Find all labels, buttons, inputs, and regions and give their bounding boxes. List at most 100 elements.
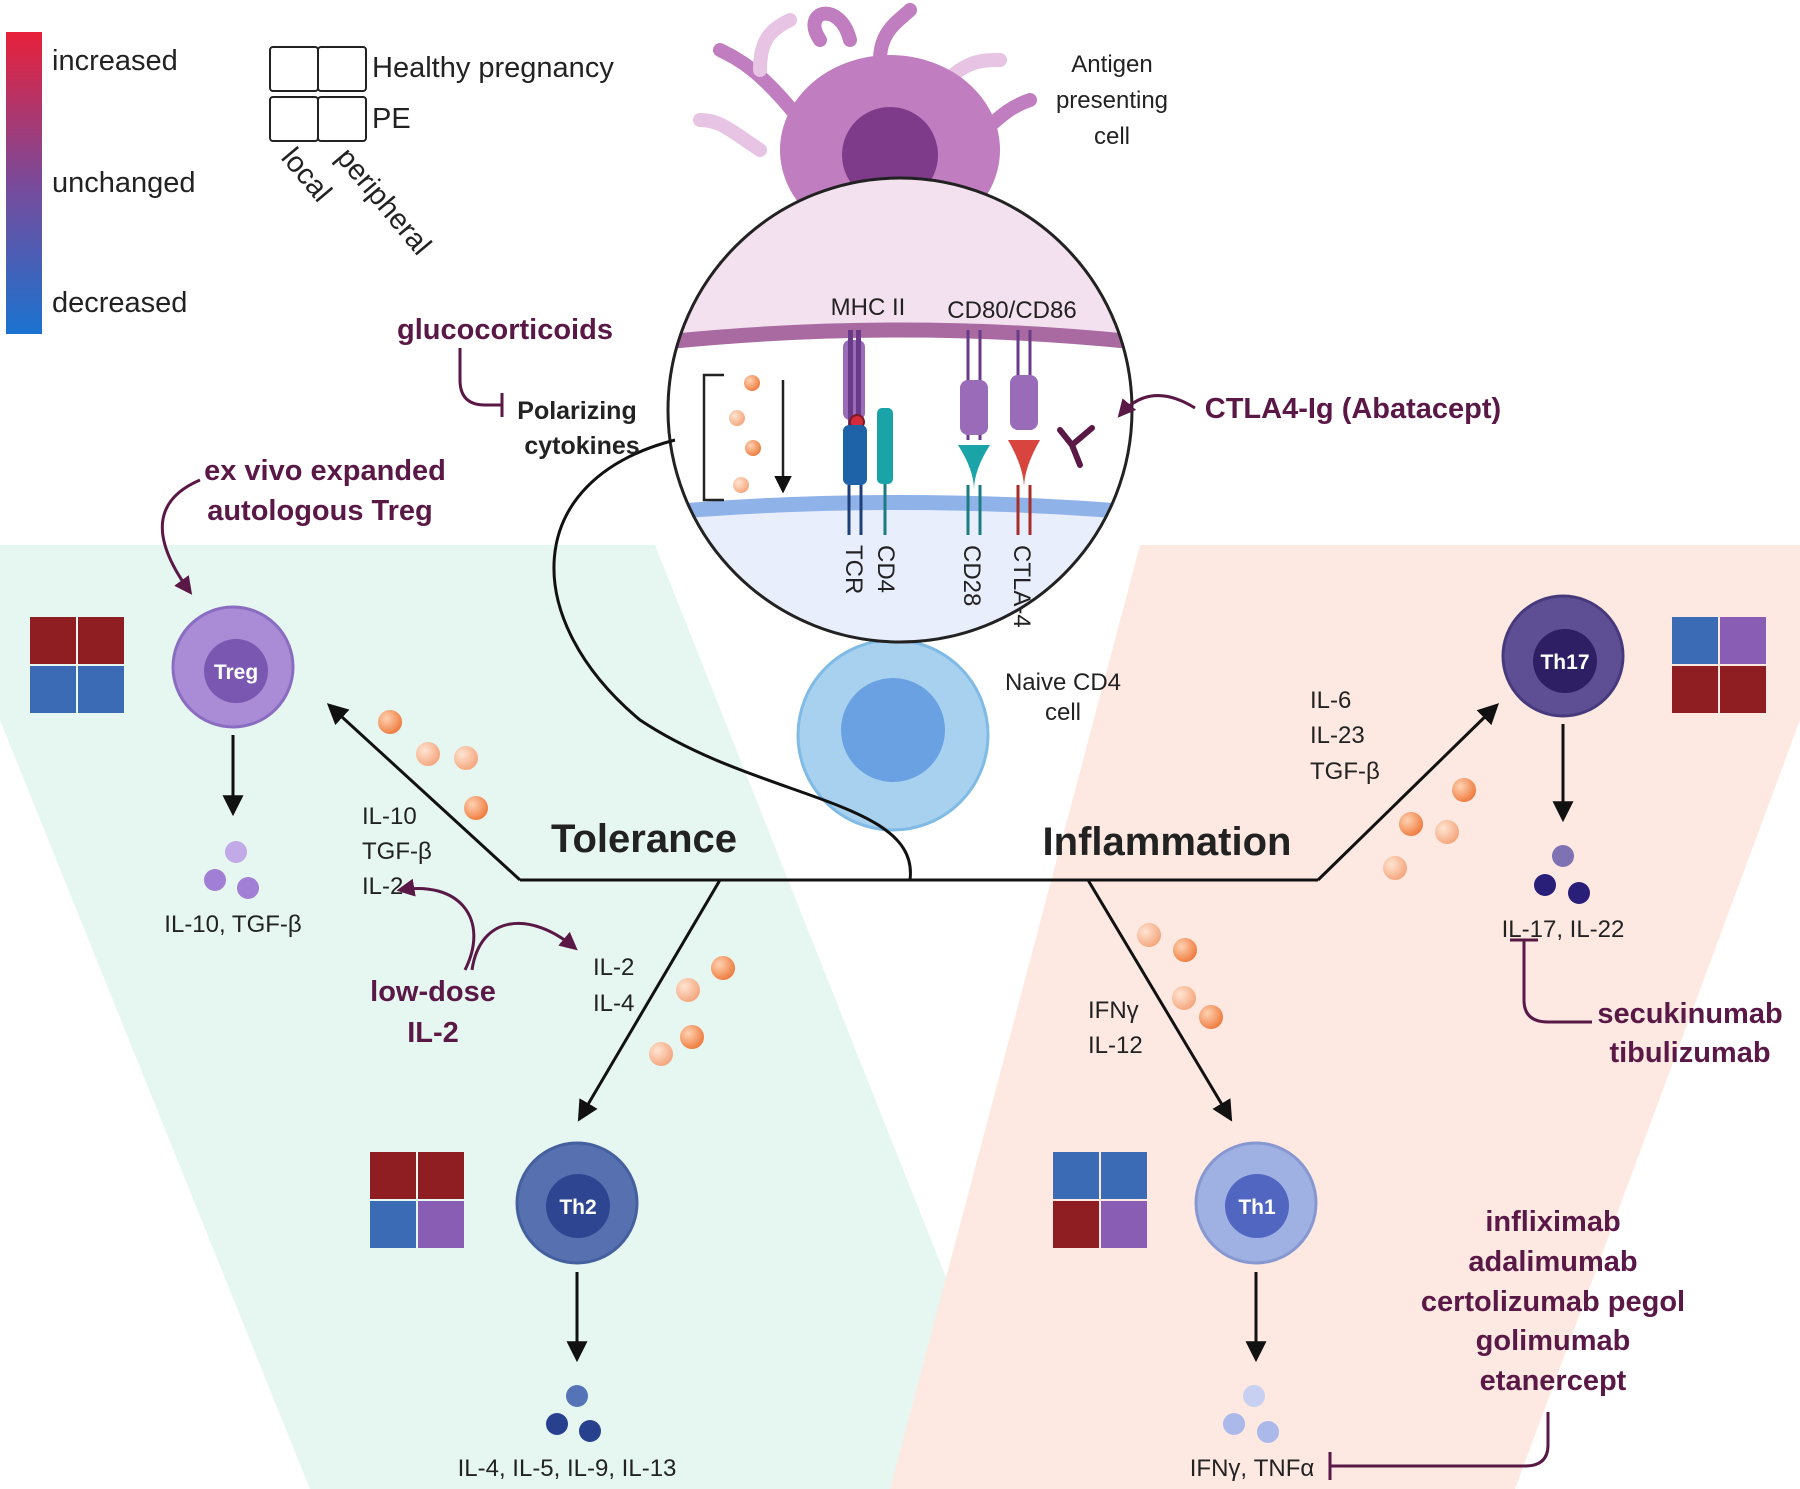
tnf-drug-5: etanercept	[1480, 1365, 1627, 1397]
th2-secreted-cytokines	[546, 1385, 601, 1442]
low-dose-il2-line2: IL-2	[407, 1017, 459, 1049]
arrow-to-th1	[1086, 879, 1233, 1122]
inflammation-heading: Inflammation	[1043, 820, 1292, 864]
polarizing-label-line1: Polarizing	[517, 397, 636, 425]
tnf-drug-1: infliximab	[1485, 1206, 1620, 1238]
th17-products-label: IL-17, IL-22	[1502, 916, 1625, 943]
th2-inducer-2: IL-4	[593, 990, 634, 1017]
legend-grid	[269, 46, 367, 142]
treg-status-healthy-local	[30, 617, 76, 664]
treg-products-label: IL-10, TGF-β	[164, 911, 301, 938]
legend-pe-label: PE	[372, 103, 411, 135]
glucocorticoids-inhibition	[458, 348, 504, 417]
il17-inhibition	[1510, 938, 1592, 1024]
th1-secreted-cytokines	[1223, 1385, 1279, 1443]
treg-cell: Treg	[171, 605, 295, 729]
abatacept-arrow	[1117, 394, 1196, 418]
arrow-to-th17	[1316, 703, 1500, 882]
th2-status-healthy-local	[370, 1152, 416, 1199]
naive-cell-label-line2: cell	[1045, 699, 1081, 726]
tolerance-cytokines-lower	[649, 956, 735, 1066]
th2-inducer-1: IL-2	[593, 954, 634, 981]
cd4-label: CD4	[872, 545, 899, 593]
treg-status-pe-peripheral	[78, 666, 124, 713]
naive-cell-connector	[552, 438, 912, 881]
cd80-cd86-label: CD80/CD86	[947, 297, 1076, 324]
legend-healthy-label: Healthy pregnancy	[372, 52, 614, 84]
treg-inducer-2: TGF-β	[362, 838, 432, 865]
th17-status-pe-peripheral	[1720, 666, 1766, 713]
th17-status-grid	[1672, 617, 1766, 713]
scale-increased-label: increased	[52, 45, 178, 77]
secukinumab-label: secukinumab	[1597, 998, 1782, 1030]
treg-secreted-cytokines	[204, 841, 259, 899]
polarizing-label-line2: cytokines	[524, 432, 639, 460]
treg-status-pe-local	[30, 666, 76, 713]
glucocorticoids-label: glucocorticoids	[397, 314, 613, 346]
treg-therapy-line1: ex vivo expanded	[204, 455, 446, 487]
th2-status-pe-local	[370, 1201, 416, 1248]
th17-inducer-2: IL-23	[1310, 722, 1365, 749]
th1-status-pe-local	[1053, 1201, 1099, 1248]
th2-cell: Th2	[515, 1141, 639, 1265]
arrow-to-th2	[577, 879, 722, 1122]
abatacept-label: CTLA4-Ig (Abatacept)	[1205, 393, 1501, 425]
scale-unchanged-label: unchanged	[52, 167, 196, 199]
synapse-magnifier	[666, 176, 1134, 644]
treg-cell-name: Treg	[214, 661, 258, 684]
apc-label-line1: Antigen	[1071, 51, 1152, 78]
tnf-drug-3: certolizumab pegol	[1421, 1286, 1685, 1318]
th17-status-healthy-local	[1672, 617, 1718, 664]
th1-cell: Th1	[1194, 1141, 1318, 1265]
tnf-drug-2: adalimumab	[1468, 1246, 1637, 1278]
treg-therapy-arrow	[160, 478, 201, 595]
cd28-label: CD28	[958, 545, 985, 606]
th2-status-grid	[370, 1152, 464, 1248]
treg-inducer-1: IL-10	[362, 803, 417, 830]
scale-decreased-label: decreased	[52, 287, 187, 319]
low-dose-il2-arrow-left	[396, 878, 476, 971]
legend-peripheral-label: peripheral	[330, 142, 437, 261]
inflammation-cytokines-lower	[1137, 923, 1223, 1029]
th17-status-healthy-peripheral	[1720, 617, 1766, 664]
tnf-drug-4: golimumab	[1476, 1325, 1631, 1357]
inflammation-cytokines-upper	[1383, 778, 1476, 880]
apc-label-line3: cell	[1094, 123, 1130, 150]
naive-cell-label-line1: Naive CD4	[1005, 669, 1121, 696]
ctla4-label: CTLA-4	[1008, 545, 1035, 628]
th1-inducer-2: IL-12	[1088, 1032, 1143, 1059]
th1-inducer-1: IFNγ	[1088, 997, 1139, 1024]
th1-status-healthy-peripheral	[1101, 1152, 1147, 1199]
treg-inducer-3: IL-2	[362, 873, 403, 900]
th17-inducer-3: TGF-β	[1310, 758, 1380, 785]
arrow-to-treg	[326, 703, 522, 882]
th1-status-pe-peripheral	[1101, 1201, 1147, 1248]
tolerance-cytokines-upper	[378, 710, 488, 820]
th17-cell: Th17	[1501, 594, 1625, 718]
tibulizumab-label: tibulizumab	[1609, 1037, 1770, 1069]
th1-products-label: IFNγ, TNFα	[1190, 1455, 1315, 1482]
th2-cell-name: Th2	[559, 1196, 596, 1219]
th17-cell-name: Th17	[1540, 651, 1589, 674]
naive-cd4-cell	[796, 638, 990, 832]
tnf-inhibition	[1328, 1412, 1550, 1480]
tolerance-heading: Tolerance	[551, 817, 737, 861]
treg-status-healthy-peripheral	[78, 617, 124, 664]
low-dose-il2-arrow-right	[470, 922, 578, 971]
low-dose-il2-line1: low-dose	[370, 976, 496, 1008]
th17-inducer-1: IL-6	[1310, 687, 1351, 714]
mhc-ii-label: MHC II	[831, 294, 906, 321]
tcr-label: TCR	[840, 545, 867, 594]
color-scale-bar	[6, 32, 42, 334]
th1-cell-name: Th1	[1238, 1196, 1276, 1219]
legend-local-label: local	[275, 142, 338, 208]
th1-status-healthy-local	[1053, 1152, 1099, 1199]
th2-products-label: IL-4, IL-5, IL-9, IL-13	[458, 1455, 677, 1482]
th17-secreted-cytokines	[1534, 845, 1590, 904]
treg-therapy-line2: autologous Treg	[207, 495, 433, 527]
th2-status-healthy-peripheral	[418, 1152, 464, 1199]
inflammation-region	[890, 545, 1800, 1489]
apc-label-line2: presenting	[1056, 87, 1168, 114]
treg-status-grid	[30, 617, 124, 713]
